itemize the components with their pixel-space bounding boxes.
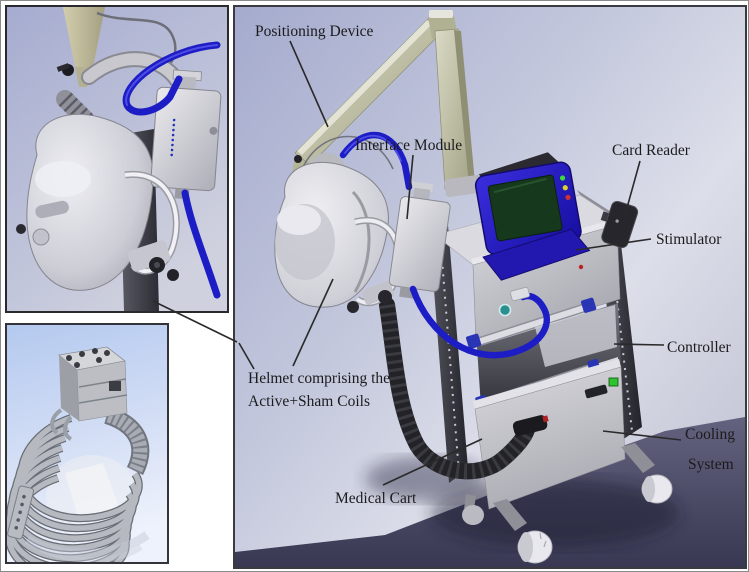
power-button <box>498 303 512 317</box>
block-pins <box>66 348 110 368</box>
label-interface-module: Interface Module <box>355 137 462 154</box>
coil-cable-blue <box>339 131 550 359</box>
cooling-unit <box>473 359 626 510</box>
helmet-closeup-scene <box>7 7 227 311</box>
coil-cable-blue <box>122 41 221 299</box>
cable-bundle <box>103 406 150 476</box>
cart-handle <box>466 297 597 349</box>
system-overview-panel: Positioning Device Interface Module Card… <box>233 5 747 569</box>
leader-helmet <box>292 278 334 367</box>
label-cooling-line1: Cooling <box>685 426 735 443</box>
rail-perforations <box>607 218 633 432</box>
edge-connector-strip <box>7 485 35 540</box>
arm-label-plate <box>429 10 453 18</box>
coil-connector-block <box>50 346 128 441</box>
power-led <box>608 377 619 387</box>
wire-loop <box>63 415 73 441</box>
helmet-body <box>16 113 154 291</box>
led-red <box>565 194 571 200</box>
label-helmet-line1: Helmet comprising the <box>248 370 390 387</box>
leader-controller <box>613 343 665 346</box>
label-controller: Controller <box>667 339 732 356</box>
helmet <box>274 152 403 313</box>
signal-cable <box>302 135 394 170</box>
label-cooling-line2: System <box>688 456 734 473</box>
reflection <box>24 531 150 562</box>
arm-mount-bracket <box>444 174 482 198</box>
leader-from-inset <box>238 342 255 370</box>
caster-wheel-rear <box>462 494 484 525</box>
leader-interface-module <box>406 154 414 220</box>
label-positioning-device: Positioning Device <box>255 23 374 40</box>
helmet-closeup-inset <box>5 5 229 313</box>
cable-connector <box>510 286 530 302</box>
label-card-reader: Card Reader <box>612 142 691 159</box>
label-stimulator: Stimulator <box>656 231 722 248</box>
caster-wheel-front-right <box>621 443 673 504</box>
interface-module-device <box>388 181 451 299</box>
led-green <box>559 175 566 181</box>
helmet-bracket <box>124 170 180 281</box>
labels: Positioning Device Interface Module Card… <box>248 23 735 507</box>
label-medical-cart: Medical Cart <box>335 490 417 507</box>
brand-logo-mark <box>170 118 176 157</box>
head-plate <box>65 463 119 521</box>
wire-loop <box>50 408 63 435</box>
card-reader-device <box>600 200 639 249</box>
leader-card-reader <box>624 160 641 216</box>
coil-assembly-scene <box>7 325 167 562</box>
leader-medical-cart <box>382 438 483 486</box>
coil-assembly-inset <box>5 323 169 564</box>
caster-wheel-front-left <box>493 499 553 564</box>
leader-stimulator <box>575 238 652 251</box>
cooling-hose <box>379 297 549 480</box>
indicator-dot <box>578 264 584 270</box>
leader-lines <box>238 40 682 486</box>
leader-cooling <box>602 430 682 441</box>
led-yellow <box>562 185 568 191</box>
label-helmet-line2: Active+Sham Coils <box>248 393 370 410</box>
vent-slot <box>584 384 608 399</box>
leader-positioning-device <box>289 40 329 128</box>
system-overview-scene: Positioning Device Interface Module Card… <box>235 7 745 567</box>
touchscreen <box>474 152 591 281</box>
